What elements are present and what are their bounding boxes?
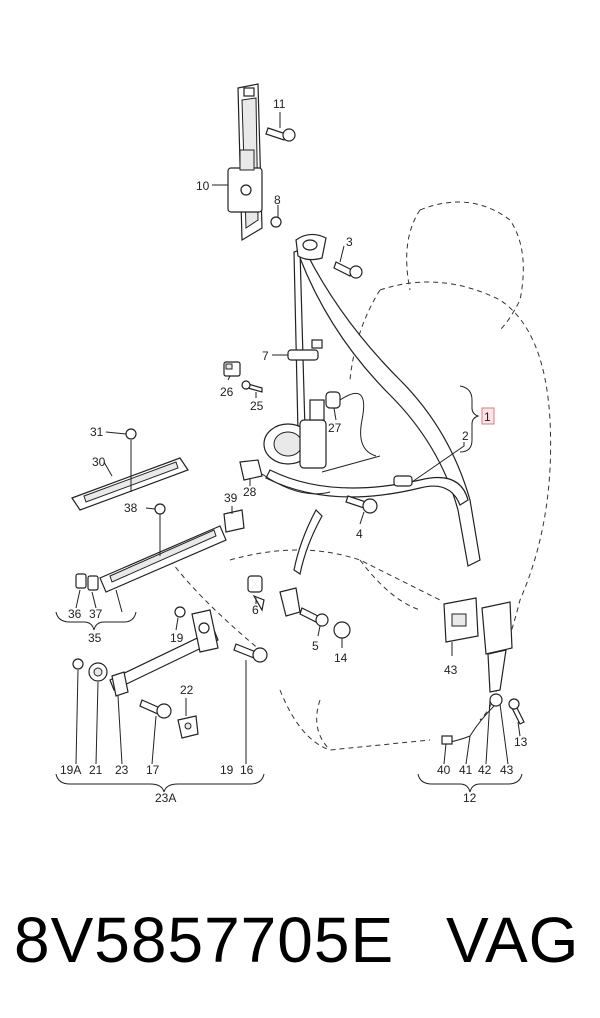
- part-number: 8V5857705E: [14, 904, 395, 976]
- callout-13: 13: [514, 735, 528, 749]
- callout-39: 39: [224, 491, 238, 505]
- callout-23a: 23A: [155, 791, 176, 805]
- seat-belt-exploded-diagram: 1 2 3 4 5 6 7 8 10 11 12 13 14 16 17 19 …: [55, 83, 552, 805]
- callout-4: 4: [356, 527, 363, 541]
- callout-43b: 43: [500, 763, 514, 777]
- callout-12: 12: [463, 791, 477, 805]
- callout-10: 10: [196, 179, 210, 193]
- washer-19a: [72, 658, 84, 670]
- seat-rail-38: [99, 503, 227, 593]
- washer-19: [174, 606, 186, 618]
- bolt-5: [299, 607, 329, 627]
- caption: 8V5857705E VAG: [0, 895, 600, 985]
- callout-30: 30: [92, 455, 106, 469]
- sensor-27: [321, 391, 381, 473]
- callout-42: 42: [478, 763, 492, 777]
- bracket-23: [109, 609, 219, 697]
- callout-3: 3: [346, 235, 353, 249]
- callout-26: 26: [220, 385, 234, 399]
- callout-19b: 19: [220, 763, 234, 777]
- clip-22: [177, 715, 199, 739]
- washer-8: [270, 216, 282, 228]
- callout-labels: 1 2 3 4 5 6 7 8 10 11 12 13 14 16 17 19 …: [60, 97, 528, 805]
- callout-19: 19: [170, 631, 184, 645]
- callout-7: 7: [262, 349, 269, 363]
- retractor: [263, 399, 327, 469]
- callout-36: 36: [68, 607, 82, 621]
- spacer-21: [88, 662, 108, 682]
- callout-31: 31: [90, 425, 104, 439]
- callout-21: 21: [89, 763, 103, 777]
- callout-38: 38: [124, 501, 138, 515]
- callout-5: 5: [312, 639, 319, 653]
- callout-40: 40: [437, 763, 451, 777]
- callout-14: 14: [334, 651, 348, 665]
- callout-1: 1: [484, 410, 491, 424]
- callout-28: 28: [243, 485, 257, 499]
- bolt-17: [139, 699, 172, 719]
- upper-anchor: [295, 233, 363, 279]
- slider-2: [393, 475, 413, 487]
- callout-11: 11: [273, 97, 286, 111]
- seat-outline: [169, 201, 552, 751]
- callout-2: 2: [462, 429, 469, 443]
- callout-25: 25: [250, 399, 264, 413]
- seat-rail-30: [71, 428, 189, 511]
- buckle-assembly: [441, 597, 525, 745]
- connector-26: [223, 361, 241, 377]
- screw-25: [241, 380, 263, 393]
- callout-35: 35: [88, 631, 102, 645]
- belt-guide-7: [287, 339, 323, 361]
- callout-23: 23: [115, 763, 129, 777]
- height-adjuster-rail: [227, 83, 263, 242]
- callout-43a: 43: [444, 663, 458, 677]
- belt-webbing: [265, 248, 481, 567]
- callout-22: 22: [180, 683, 194, 697]
- leader-lines: [75, 112, 521, 765]
- callout-6: 6: [252, 603, 259, 617]
- brand-name: VAG: [446, 904, 580, 976]
- bolt-11: [265, 127, 296, 142]
- parts-36-37: [75, 573, 99, 591]
- cover-28: [239, 459, 331, 495]
- clip-39: [223, 509, 245, 533]
- bolt-4: [345, 495, 378, 514]
- callout-27: 27: [328, 421, 342, 435]
- callout-19a: 19A: [60, 763, 81, 777]
- callout-37: 37: [89, 607, 103, 621]
- callout-17: 17: [146, 763, 160, 777]
- bolt-16: [233, 643, 268, 663]
- nut-14: [333, 621, 351, 639]
- callout-16: 16: [240, 763, 254, 777]
- callout-8: 8: [274, 193, 281, 207]
- callout-1-highlight: [481, 407, 495, 425]
- callout-41: 41: [459, 763, 473, 777]
- lower-anchor-strap: [247, 509, 323, 617]
- braces: [55, 385, 523, 793]
